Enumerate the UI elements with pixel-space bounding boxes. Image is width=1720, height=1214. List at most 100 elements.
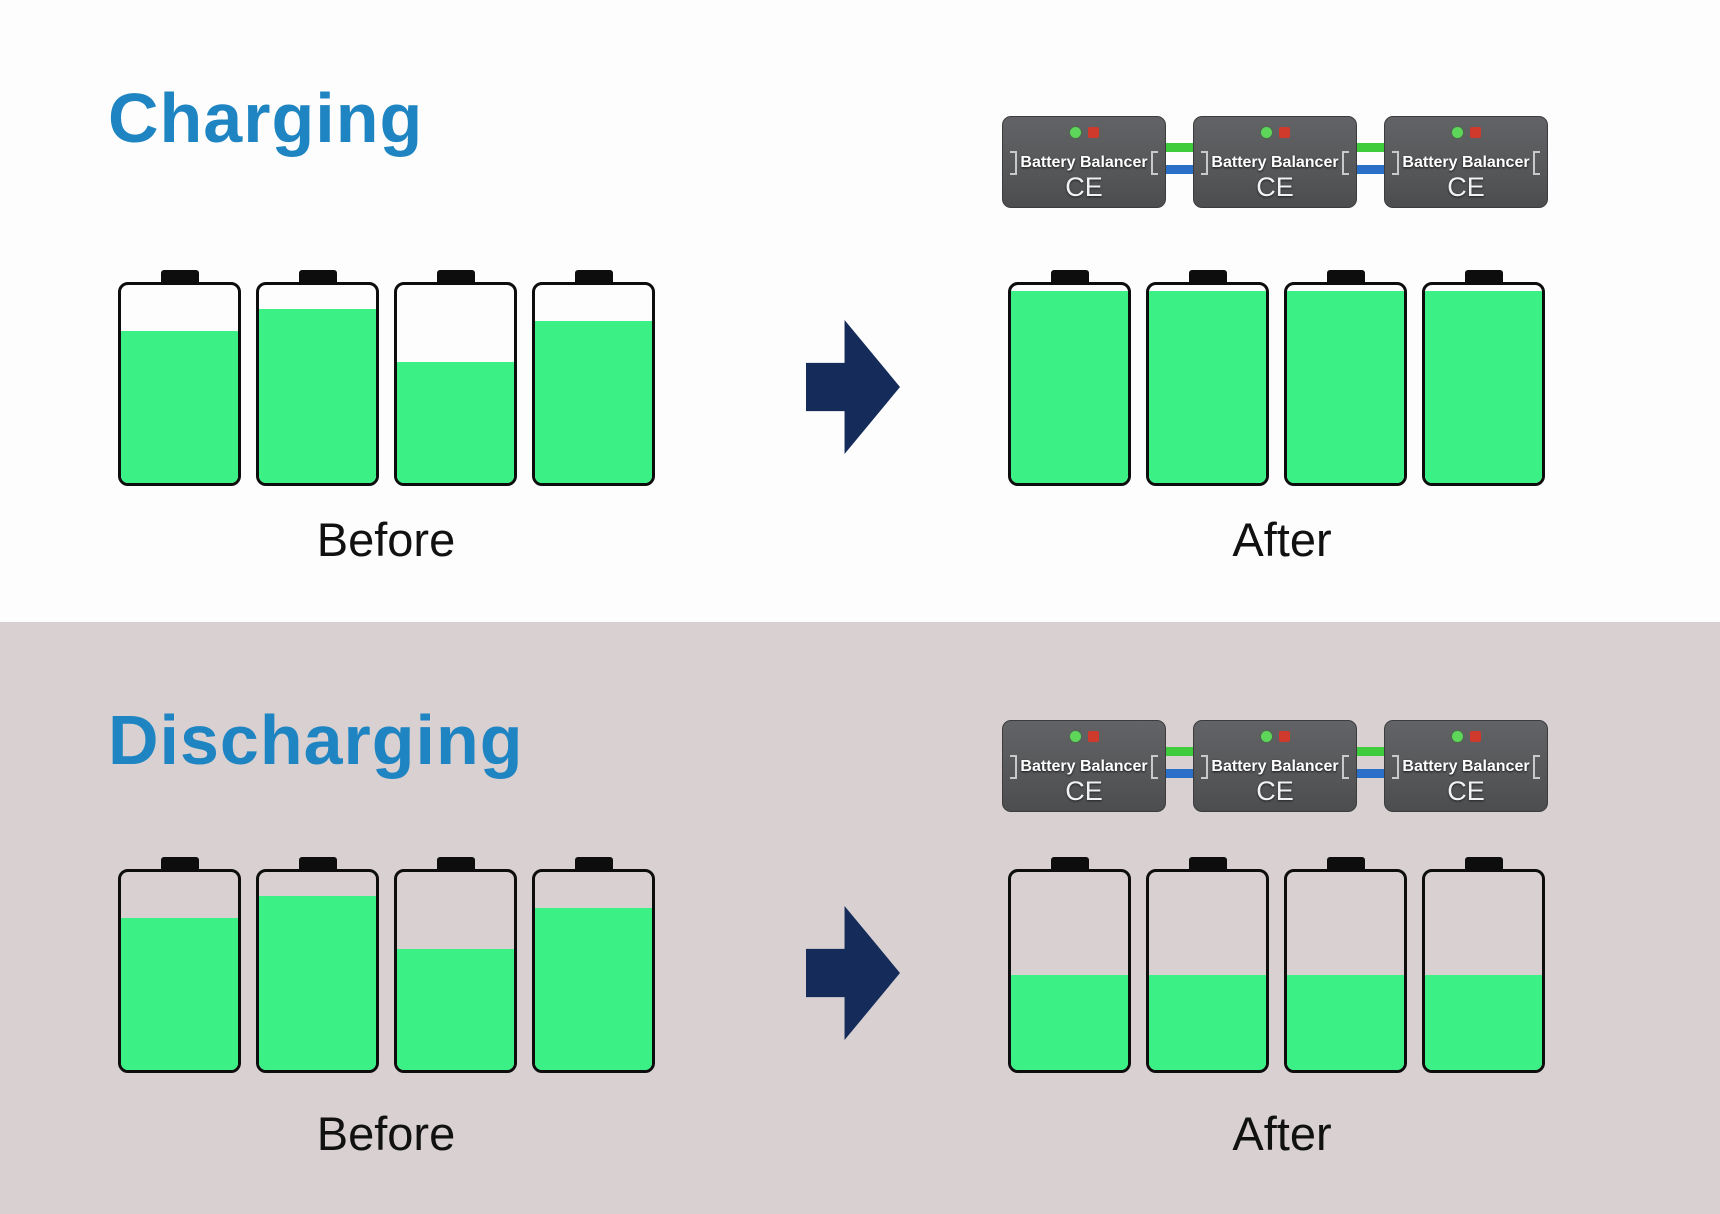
balancer-port-left-icon (1201, 755, 1208, 779)
balancer-ce-label: CE (1065, 776, 1103, 806)
balancer-port-left-icon (1010, 151, 1017, 175)
balancer-ce-label: CE (1256, 776, 1294, 806)
battery-body (118, 282, 241, 486)
battery-body (1008, 869, 1131, 1073)
balancer-led-row (1194, 731, 1356, 742)
balancer-ce-label: CE (1256, 172, 1294, 202)
battery-fill (1011, 290, 1128, 483)
balancer-port-left-icon (1010, 755, 1017, 779)
green-led-icon (1451, 731, 1463, 742)
battery-cap (574, 857, 613, 870)
balancer-led-row (1003, 127, 1165, 138)
battery-cap (1464, 857, 1503, 870)
battery-fill (1287, 290, 1404, 483)
balancer-name: Battery Balancer (1020, 154, 1148, 171)
balancer-led-row (1385, 731, 1547, 742)
battery-cap (436, 857, 475, 870)
battery-cap (1050, 857, 1089, 870)
battery-body (394, 282, 517, 486)
battery-fill (121, 917, 238, 1070)
battery-fill (535, 907, 652, 1070)
balancer-name: Battery Balancer (1211, 758, 1339, 775)
battery (1422, 270, 1545, 486)
battery-cap (298, 270, 337, 283)
battery (1422, 857, 1545, 1073)
battery-group-before (118, 270, 655, 486)
battery (256, 270, 379, 486)
battery (532, 270, 655, 486)
battery-fill (259, 895, 376, 1070)
battery (1008, 857, 1131, 1073)
battery (118, 857, 241, 1073)
balancer-mid-row: Battery Balancer (1010, 149, 1158, 177)
battery (118, 270, 241, 486)
battery (532, 857, 655, 1073)
balancer-ce-label: CE (1447, 172, 1485, 202)
battery-body (256, 282, 379, 486)
battery-group-before (118, 857, 655, 1073)
battery-fill (1287, 974, 1404, 1070)
arrow-right-icon (806, 906, 900, 1040)
balancer-port-right-icon (1532, 755, 1540, 779)
battery (1146, 270, 1269, 486)
battery-cap (1188, 270, 1227, 283)
battery (1146, 857, 1269, 1073)
battery (1284, 270, 1407, 486)
battery (256, 857, 379, 1073)
battery (1284, 857, 1407, 1073)
battery-fill (121, 330, 238, 483)
battery (394, 270, 517, 486)
balancer-name: Battery Balancer (1402, 154, 1530, 171)
battery-body (118, 869, 241, 1073)
balancer-ce-label: CE (1065, 172, 1103, 202)
charging-title: Charging (108, 79, 424, 157)
battery (1008, 270, 1131, 486)
balancer-mid-row: Battery Balancer (1010, 753, 1158, 781)
red-led-icon (1469, 731, 1481, 742)
battery-group-after (1008, 857, 1545, 1073)
balancer-mid-row: Battery Balancer (1201, 149, 1349, 177)
balancer-mid-row: Battery Balancer (1392, 149, 1540, 177)
battery-fill (1149, 290, 1266, 483)
battery-body (1146, 282, 1269, 486)
balancer-led-row (1385, 127, 1547, 138)
red-led-icon (1087, 127, 1099, 138)
green-led-icon (1069, 127, 1081, 138)
balancer-mid-row: Battery Balancer (1201, 753, 1349, 781)
battery-fill (397, 362, 514, 483)
balancer-port-left-icon (1201, 151, 1208, 175)
balancer-led-row (1003, 731, 1165, 742)
battery-fill (1425, 974, 1542, 1070)
battery (394, 857, 517, 1073)
battery-fill (535, 320, 652, 483)
green-led-icon (1260, 127, 1272, 138)
battery-cap (160, 270, 199, 283)
balancer-led-row (1194, 127, 1356, 138)
battery-cap (298, 857, 337, 870)
battery-body (1008, 282, 1131, 486)
balancer-name: Battery Balancer (1211, 154, 1339, 171)
battery-fill (259, 308, 376, 483)
battery-cap (160, 857, 199, 870)
red-led-icon (1278, 731, 1290, 742)
red-led-icon (1278, 127, 1290, 138)
balancer-port-left-icon (1392, 755, 1399, 779)
battery-body (532, 869, 655, 1073)
arrow-right-icon (806, 320, 900, 454)
battery-cap (1050, 270, 1089, 283)
battery-fill (1149, 974, 1266, 1070)
battery-body (1422, 282, 1545, 486)
battery-fill (1011, 974, 1128, 1070)
battery-group-after (1008, 270, 1545, 486)
balancer-mid-row: Battery Balancer (1392, 753, 1540, 781)
balancer-name: Battery Balancer (1020, 758, 1148, 775)
